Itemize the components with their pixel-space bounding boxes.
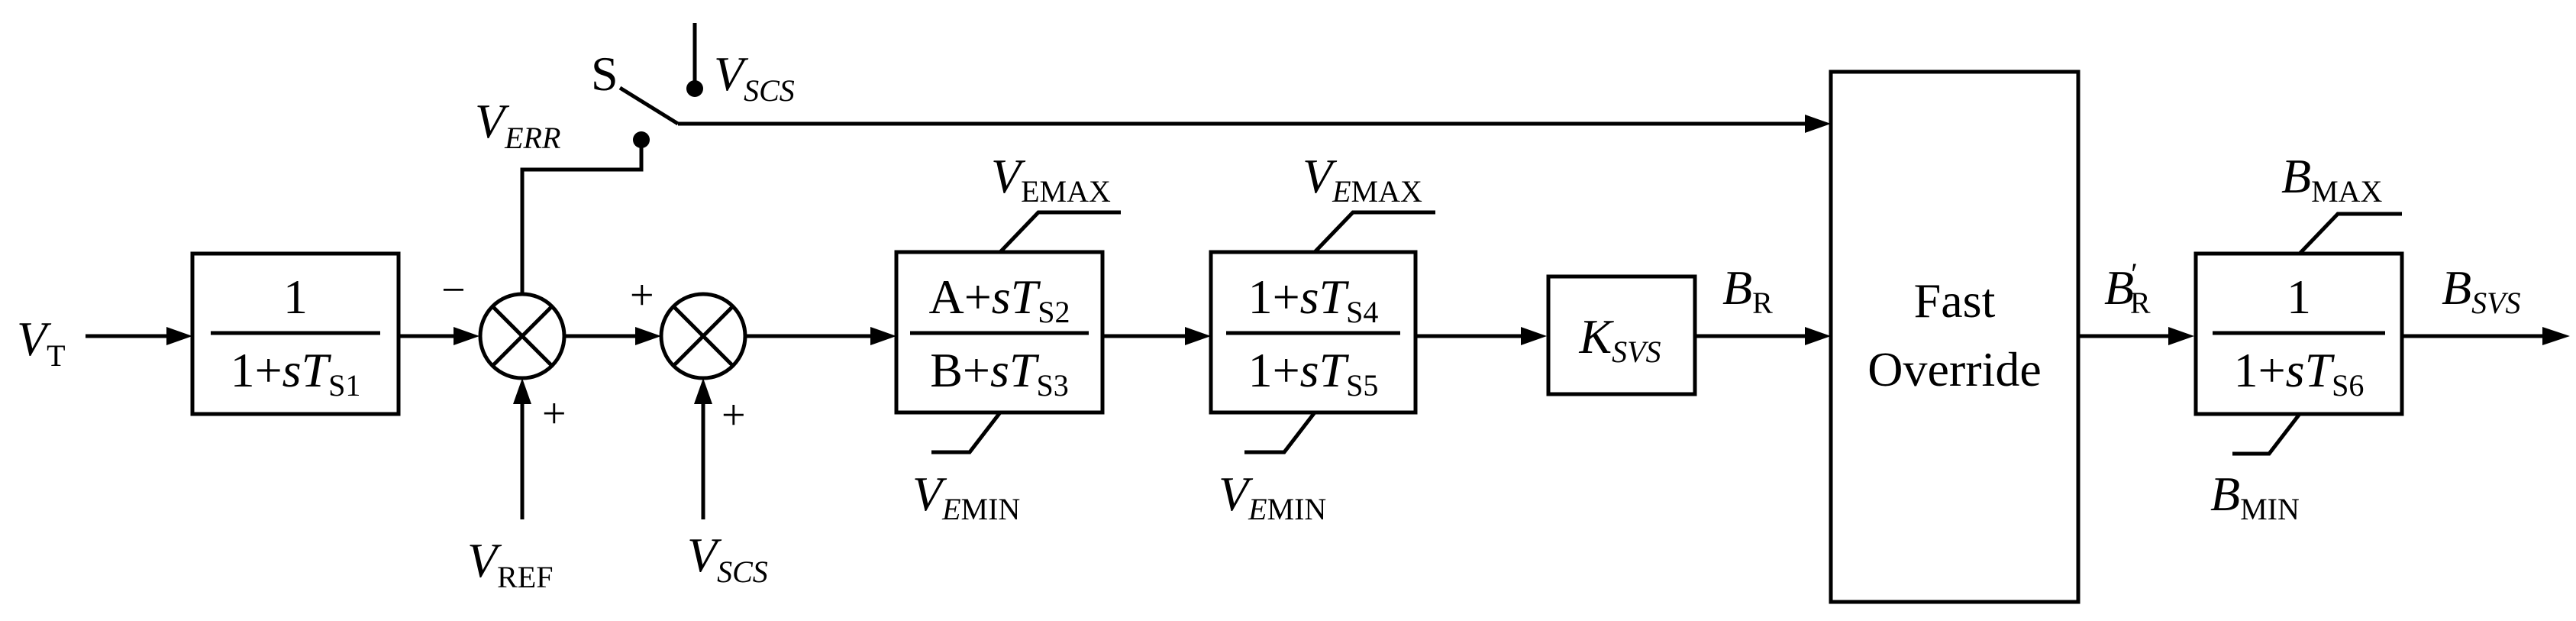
label-tf3-vemin: VEMIN (1219, 467, 1326, 526)
summing-junction-2 (659, 292, 747, 380)
tf6-numerator: 1 (2287, 270, 2311, 324)
override-line1: Fast (1914, 273, 1996, 328)
block-fast-override (1829, 70, 2080, 604)
label-tf3-vemax: VEMAX (1303, 149, 1422, 209)
arrow-output (2542, 327, 2570, 345)
arrow-tf1-out (454, 327, 479, 345)
arrow-ksvs-override (1805, 327, 1831, 345)
switch-control-dot (686, 80, 703, 97)
label-bmin: BMIN (2210, 467, 2300, 526)
sign-plus-sum2-bottom: + (721, 392, 746, 439)
sign-plus-sum2-top: + (630, 272, 654, 319)
tf3-numerator: 1+sTS4 (1248, 270, 1379, 329)
arrow-sum2-tf2 (870, 327, 896, 345)
tf3-denominator: 1+sTS5 (1248, 343, 1379, 403)
switch-contact (633, 131, 650, 148)
label-tf2-vemax: VEMAX (991, 149, 1111, 209)
label-vscs-bottom: VSCS (687, 528, 768, 589)
sign-plus-sum1: + (542, 390, 567, 438)
tf3-upper-limit-mark (1313, 210, 1435, 254)
label-tf2-vemin: VEMIN (912, 467, 1020, 526)
tf2-upper-limit-mark (999, 210, 1121, 254)
switch-blade (618, 86, 680, 126)
tf6-lower-limit-mark (2232, 412, 2301, 456)
label-vref: VREF (467, 533, 553, 594)
override-line2: Override (1867, 342, 2041, 396)
arrow-switch-out (1805, 115, 1831, 133)
arrow-override-tf6 (2168, 327, 2194, 345)
tf1-numerator: 1 (283, 270, 308, 324)
tf6-denominator: 1+sTS6 (2234, 343, 2365, 403)
arrow-vscs-bottom (694, 378, 712, 404)
label-vscs-top: VSCS (714, 47, 795, 108)
wire-verr (520, 145, 644, 294)
label-vt: VT (17, 312, 66, 373)
ksvs-label: KSVS (1578, 309, 1661, 369)
sign-minus-sum1: − (441, 267, 466, 314)
label-switch-s: S (591, 47, 618, 101)
label-bmax: BMAX (2281, 149, 2383, 209)
label-br: BR (1722, 260, 1773, 320)
label-br-prime: B′R (2104, 257, 2151, 320)
tf2-denominator: B+sTS3 (930, 343, 1069, 403)
arrow-vt (166, 327, 192, 345)
tf2-lower-limit-mark (931, 411, 1002, 454)
tf6-upper-limit-mark (2298, 212, 2402, 255)
tf3-lower-limit-mark (1244, 411, 1316, 454)
label-bsvs: BSVS (2442, 260, 2521, 320)
label-verr: VERR (475, 94, 560, 155)
summing-junction-1 (478, 292, 567, 380)
arrow-tf2-tf3 (1185, 327, 1211, 345)
arrow-vref (513, 378, 531, 404)
arrow-tf3-ksvs (1521, 327, 1547, 345)
tf2-numerator: A+sTS2 (928, 270, 1070, 329)
tf1-denominator: 1+sTS1 (231, 343, 361, 403)
arrow-sum1-sum2 (635, 327, 661, 345)
